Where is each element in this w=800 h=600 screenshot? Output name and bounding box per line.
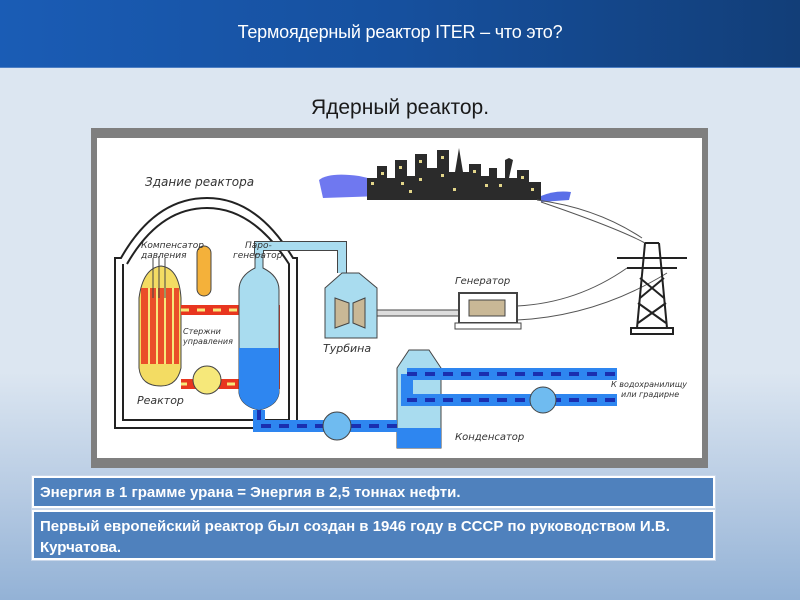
fact-text-history: Первый европейский реактор был создан в …: [40, 518, 670, 556]
turbine-icon: [324, 272, 488, 339]
reactor-core-icon: [138, 256, 182, 387]
reactor-diagram-svg: Здание реактора Компенсатор давления Пар…: [114, 148, 687, 449]
city-skyline-icon: [319, 148, 571, 202]
slide-header: Термоядерный реактор ITER – что это?: [0, 0, 800, 68]
power-pylon-icon: [617, 242, 687, 335]
label-reservoir-1: К водохранилищу: [611, 380, 687, 389]
label-control-rods-1: Стержни: [183, 327, 221, 336]
cooling-pump-icon: [529, 386, 557, 414]
label-turbine: Турбина: [323, 342, 371, 355]
condensate-pump-icon: [322, 411, 352, 441]
label-building: Здание реактора: [145, 175, 254, 189]
label-pressurizer-1: Компенсатор: [141, 241, 204, 251]
label-steam-gen-2: генератор: [233, 251, 283, 261]
reactor-diagram: Здание реактора Компенсатор давления Пар…: [97, 138, 702, 458]
reactor-building-icon: [114, 196, 298, 429]
label-control-rods-2: управления: [182, 337, 233, 346]
reactor-diagram-frame: Здание реактора Компенсатор давления Пар…: [91, 128, 708, 468]
slide-title: Термоядерный реактор ITER – что это?: [237, 22, 563, 42]
fact-box-energy: Энергия в 1 грамме урана = Энергия в 2,5…: [32, 476, 715, 508]
slide-subtitle: Ядерный реактор.: [310, 96, 490, 119]
label-steam-gen-1: Паро-: [245, 241, 272, 251]
pressurizer-icon: [196, 245, 212, 297]
label-condenser: Конденсатор: [455, 432, 524, 443]
primary-pump-icon: [192, 365, 222, 395]
label-reactor: Реактор: [137, 394, 184, 407]
label-pressurizer-2: давления: [140, 251, 187, 261]
label-reservoir-2: или градирне: [621, 390, 679, 399]
fact-box-history: Первый европейский реактор был создан в …: [32, 510, 715, 560]
generator-icon: [454, 292, 522, 330]
fact-text-energy: Энергия в 1 грамме урана = Энергия в 2,5…: [40, 484, 461, 501]
label-generator: Генератор: [455, 276, 510, 287]
